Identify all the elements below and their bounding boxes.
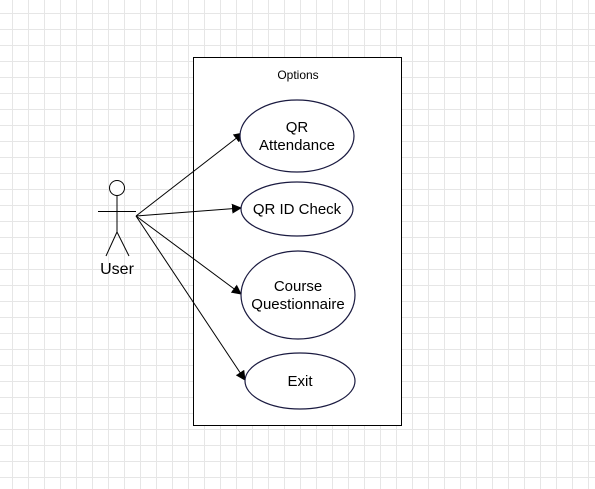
association-arrow bbox=[135, 203, 242, 217]
use-case-label: Attendance bbox=[259, 137, 335, 154]
actor-user[interactable]: User bbox=[98, 180, 136, 279]
use-case-label: Questionnaire bbox=[251, 296, 344, 313]
use-case-label: Course bbox=[274, 278, 322, 295]
association-arrow bbox=[135, 215, 246, 381]
use-case-label: QR ID Check bbox=[253, 201, 342, 218]
association-arrow bbox=[135, 132, 244, 217]
association-lines bbox=[135, 132, 246, 381]
actor-left-leg bbox=[105, 231, 118, 257]
use-case[interactable]: Exit bbox=[244, 352, 356, 410]
actor-right-leg bbox=[116, 231, 130, 257]
use-case-label: QR bbox=[286, 119, 309, 136]
use-case-ellipse bbox=[240, 250, 356, 340]
boundary-title: Options bbox=[277, 68, 318, 82]
actor-head bbox=[109, 180, 125, 196]
use-case[interactable]: QR ID Check bbox=[240, 181, 354, 237]
use-case-ellipse bbox=[239, 99, 355, 173]
association-arrow bbox=[135, 215, 242, 295]
actor-label: User bbox=[100, 261, 134, 278]
use-case-ellipse bbox=[244, 352, 356, 410]
use-case-label: Exit bbox=[287, 373, 313, 390]
use-case-ellipse bbox=[240, 181, 354, 237]
